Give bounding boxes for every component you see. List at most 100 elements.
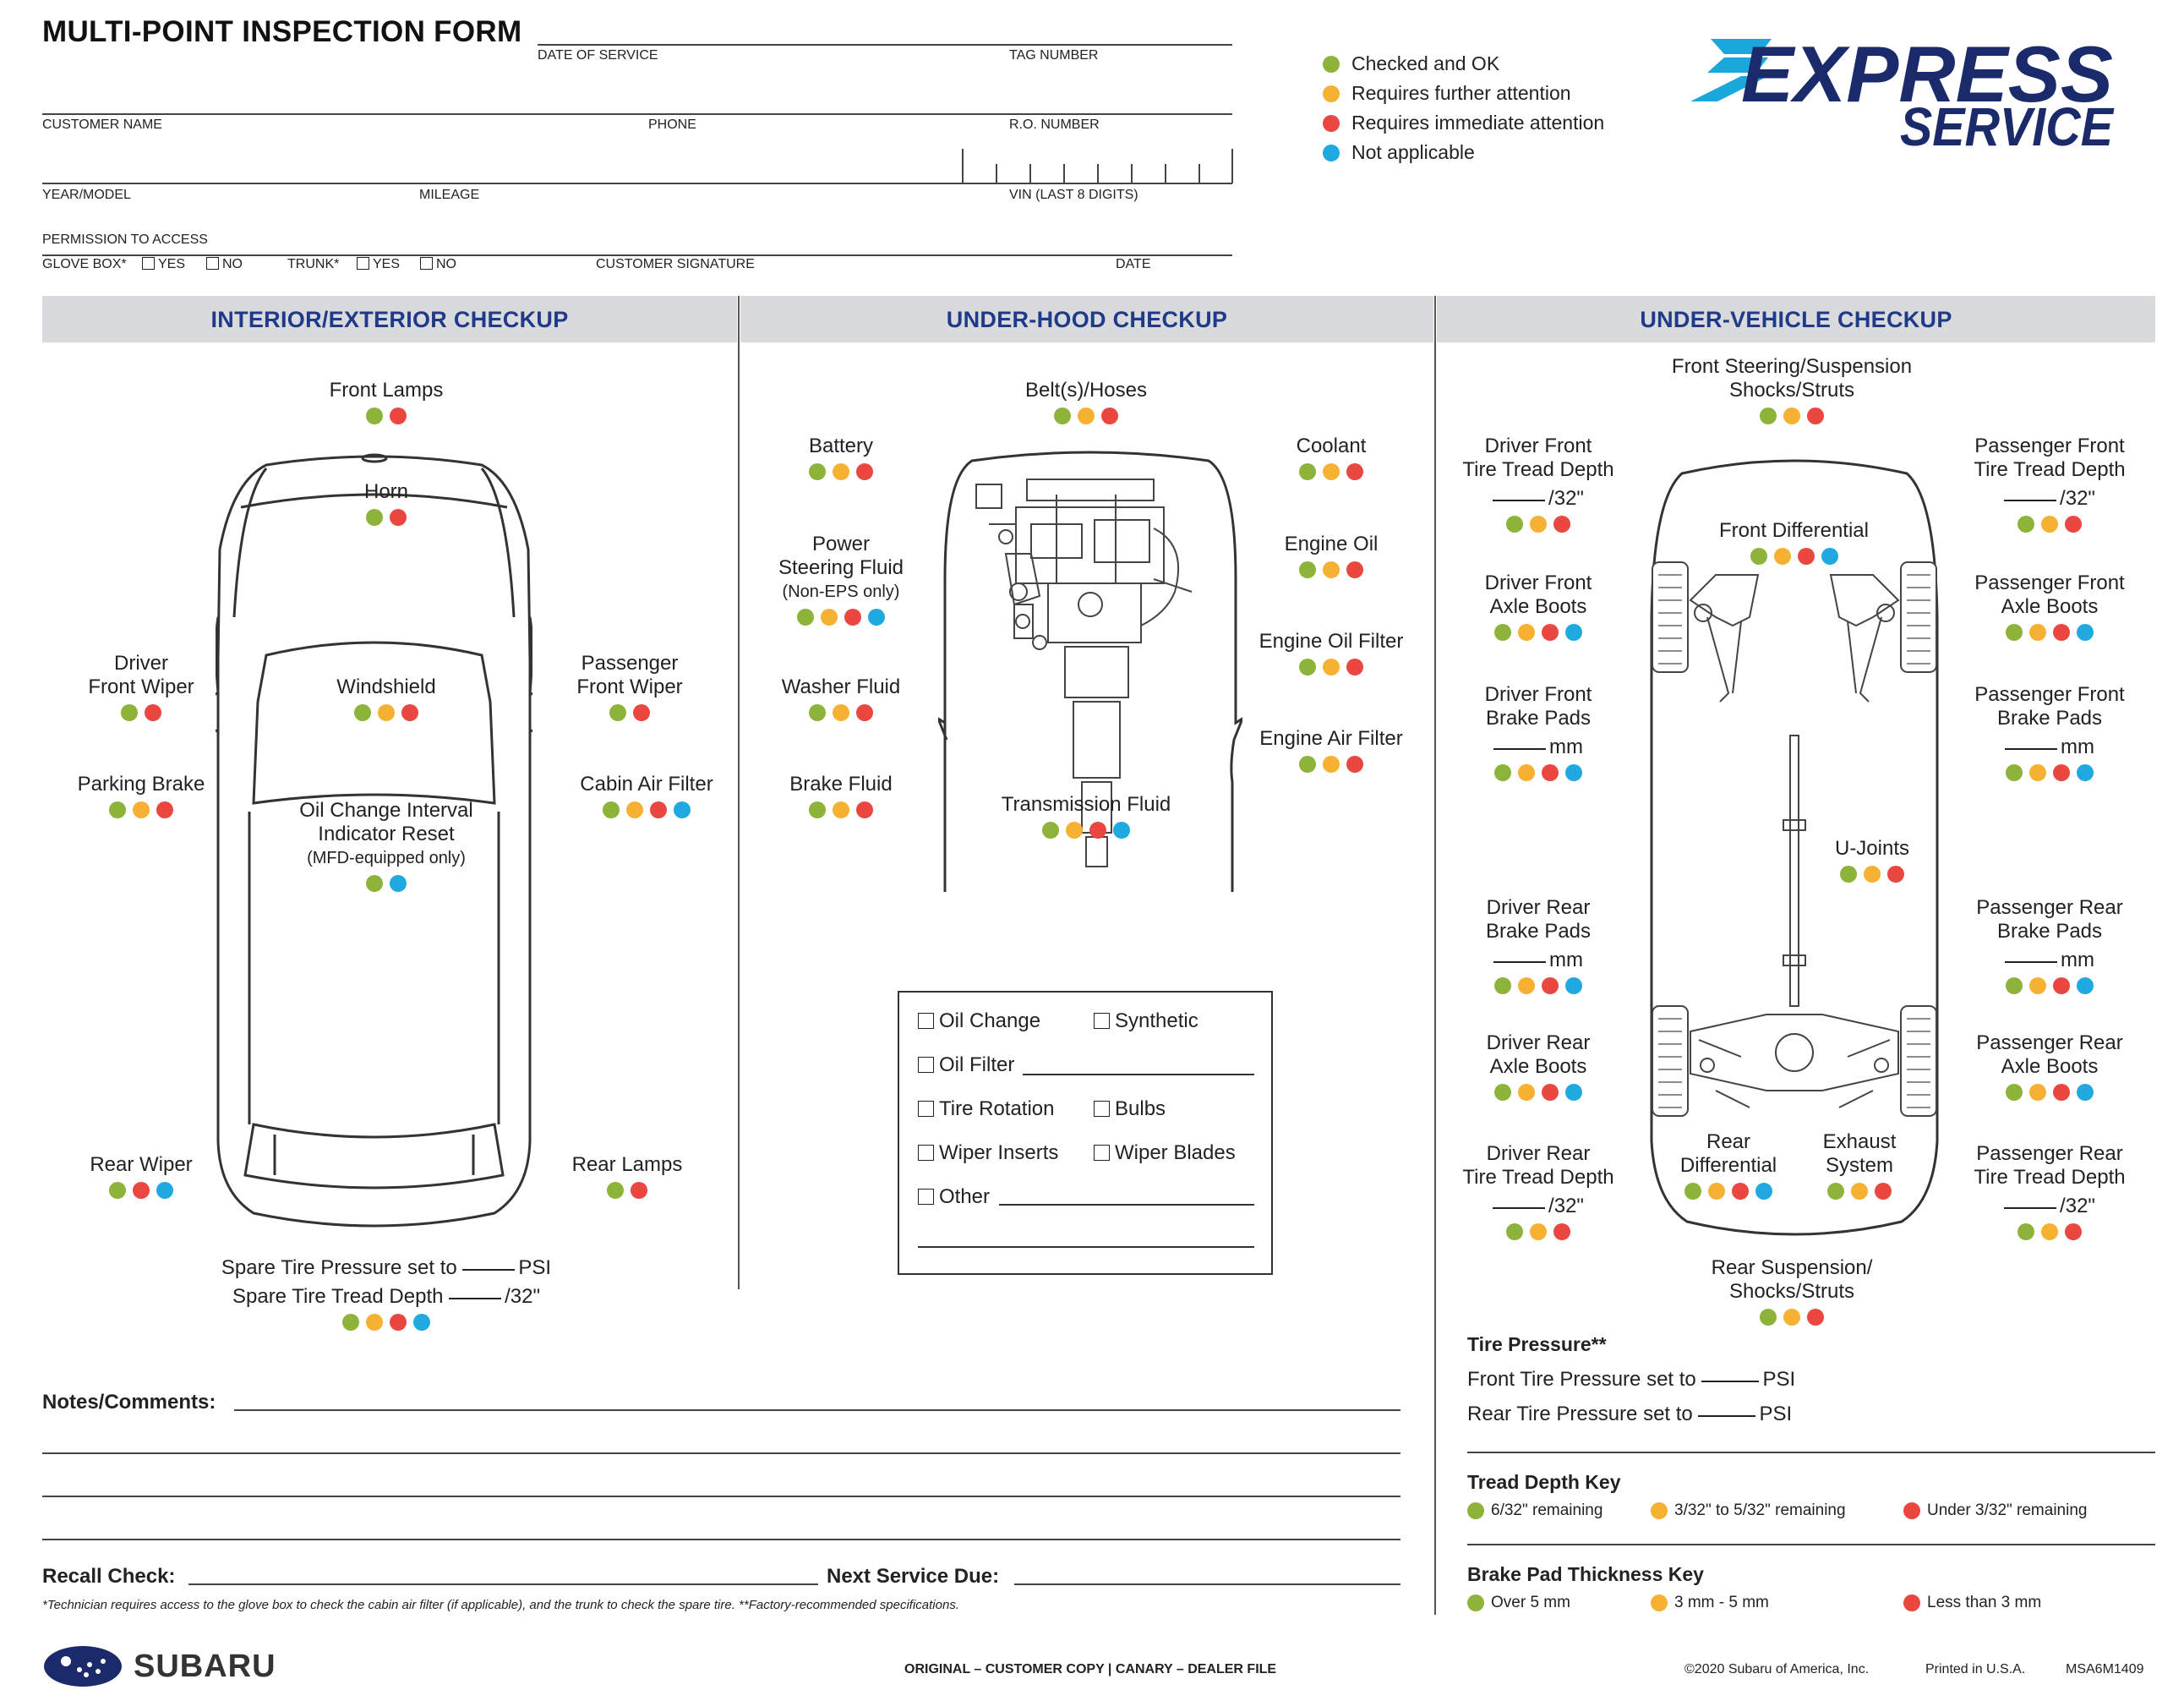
status-ok-option[interactable] xyxy=(2017,516,2034,533)
status-immediate-option[interactable] xyxy=(1346,756,1363,773)
status-ok-option[interactable] xyxy=(1750,548,1767,565)
wiper-inserts-checkbox[interactable]: Wiper Inserts xyxy=(918,1141,1058,1165)
status-attention-option[interactable] xyxy=(2041,1223,2058,1240)
status-attention-option[interactable] xyxy=(378,704,395,721)
status-ok-option[interactable] xyxy=(1840,866,1857,883)
status-attention-option[interactable] xyxy=(1078,407,1095,424)
status-immediate-option[interactable] xyxy=(1346,659,1363,675)
status-na-option[interactable] xyxy=(1755,1183,1772,1200)
status-immediate-option[interactable] xyxy=(844,609,861,626)
status-ok-option[interactable] xyxy=(1760,407,1777,424)
status-ok-option[interactable] xyxy=(1299,659,1316,675)
status-immediate-option[interactable] xyxy=(1346,463,1363,480)
trunk-no[interactable]: NO xyxy=(420,257,456,272)
status-attention-option[interactable] xyxy=(1323,561,1340,578)
status-immediate-option[interactable] xyxy=(856,801,873,818)
status-attention-option[interactable] xyxy=(1323,463,1340,480)
status-ok-option[interactable] xyxy=(809,801,826,818)
status-immediate-option[interactable] xyxy=(633,704,650,721)
status-attention-option[interactable] xyxy=(1518,1084,1535,1101)
status-attention-option[interactable] xyxy=(1066,822,1083,839)
status-ok-option[interactable] xyxy=(809,463,826,480)
spare-depth-input[interactable] xyxy=(449,1298,502,1299)
status-attention-option[interactable] xyxy=(1518,977,1535,994)
status-immediate-option[interactable] xyxy=(1542,624,1559,641)
notes-line[interactable] xyxy=(42,1452,1400,1454)
status-ok-option[interactable] xyxy=(607,1182,624,1199)
status-ok-option[interactable] xyxy=(2017,1223,2034,1240)
glove-box-yes[interactable]: YES xyxy=(142,257,185,272)
status-ok-option[interactable] xyxy=(809,704,826,721)
status-ok-option[interactable] xyxy=(1760,1309,1777,1326)
status-ok-option[interactable] xyxy=(1042,822,1059,839)
status-immediate-option[interactable] xyxy=(1807,1309,1824,1326)
status-immediate-option[interactable] xyxy=(2053,624,2070,641)
status-na-option[interactable] xyxy=(156,1182,173,1199)
status-ok-option[interactable] xyxy=(1506,1223,1523,1240)
status-ok-option[interactable] xyxy=(366,407,383,424)
status-ok-option[interactable] xyxy=(342,1314,359,1331)
status-immediate-option[interactable] xyxy=(2065,516,2082,533)
status-immediate-option[interactable] xyxy=(390,509,407,526)
status-immediate-option[interactable] xyxy=(631,1182,647,1199)
brake-pad-input[interactable] xyxy=(1493,748,1546,750)
status-ok-option[interactable] xyxy=(1494,764,1511,781)
status-attention-option[interactable] xyxy=(2029,1084,2046,1101)
glove-box-no[interactable]: NO xyxy=(206,257,243,272)
notes-line[interactable] xyxy=(42,1496,1400,1497)
status-immediate-option[interactable] xyxy=(145,704,161,721)
rear-pressure-input[interactable] xyxy=(1698,1415,1756,1417)
status-immediate-option[interactable] xyxy=(1542,764,1559,781)
status-immediate-option[interactable] xyxy=(1101,407,1118,424)
brake-pad-input[interactable] xyxy=(2005,961,2057,963)
status-attention-option[interactable] xyxy=(133,801,150,818)
status-na-option[interactable] xyxy=(2077,624,2094,641)
status-ok-option[interactable] xyxy=(354,704,371,721)
status-attention-option[interactable] xyxy=(2029,624,2046,641)
spare-pressure-input[interactable] xyxy=(462,1269,516,1271)
status-immediate-option[interactable] xyxy=(856,463,873,480)
status-attention-option[interactable] xyxy=(1518,764,1535,781)
status-ok-option[interactable] xyxy=(1299,561,1316,578)
status-ok-option[interactable] xyxy=(1054,407,1071,424)
status-na-option[interactable] xyxy=(2077,977,2094,994)
status-ok-option[interactable] xyxy=(603,801,620,818)
status-attention-option[interactable] xyxy=(1323,756,1340,773)
status-immediate-option[interactable] xyxy=(2053,1084,2070,1101)
status-ok-option[interactable] xyxy=(609,704,626,721)
status-ok-option[interactable] xyxy=(2006,977,2023,994)
status-immediate-option[interactable] xyxy=(1346,561,1363,578)
status-immediate-option[interactable] xyxy=(2065,1223,2082,1240)
status-na-option[interactable] xyxy=(2077,764,2094,781)
status-immediate-option[interactable] xyxy=(1887,866,1904,883)
recall-check-line[interactable] xyxy=(188,1583,818,1585)
status-immediate-option[interactable] xyxy=(156,801,173,818)
status-immediate-option[interactable] xyxy=(1807,407,1824,424)
status-ok-option[interactable] xyxy=(1827,1183,1844,1200)
status-immediate-option[interactable] xyxy=(2053,977,2070,994)
tread-depth-input[interactable] xyxy=(2004,1207,2057,1209)
notes-line[interactable] xyxy=(42,1539,1400,1540)
brake-pad-input[interactable] xyxy=(2005,748,2057,750)
vin-boxes[interactable] xyxy=(962,149,1234,184)
status-ok-option[interactable] xyxy=(1506,516,1523,533)
status-immediate-option[interactable] xyxy=(1542,1084,1559,1101)
tread-depth-input[interactable] xyxy=(1493,1207,1546,1209)
customer-name-line[interactable] xyxy=(42,113,1232,115)
other-input-line[interactable] xyxy=(999,1204,1254,1206)
status-ok-option[interactable] xyxy=(1299,756,1316,773)
tread-depth-input[interactable] xyxy=(2004,500,2057,501)
status-ok-option[interactable] xyxy=(1494,1084,1511,1101)
status-ok-option[interactable] xyxy=(366,509,383,526)
status-na-option[interactable] xyxy=(1565,764,1582,781)
status-immediate-option[interactable] xyxy=(390,407,407,424)
tread-depth-input[interactable] xyxy=(1493,500,1546,501)
status-na-option[interactable] xyxy=(1565,977,1582,994)
status-immediate-option[interactable] xyxy=(650,801,667,818)
status-na-option[interactable] xyxy=(1821,548,1838,565)
status-immediate-option[interactable] xyxy=(856,704,873,721)
status-ok-option[interactable] xyxy=(2006,764,2023,781)
status-na-option[interactable] xyxy=(390,875,407,892)
status-immediate-option[interactable] xyxy=(1542,977,1559,994)
status-ok-option[interactable] xyxy=(366,875,383,892)
